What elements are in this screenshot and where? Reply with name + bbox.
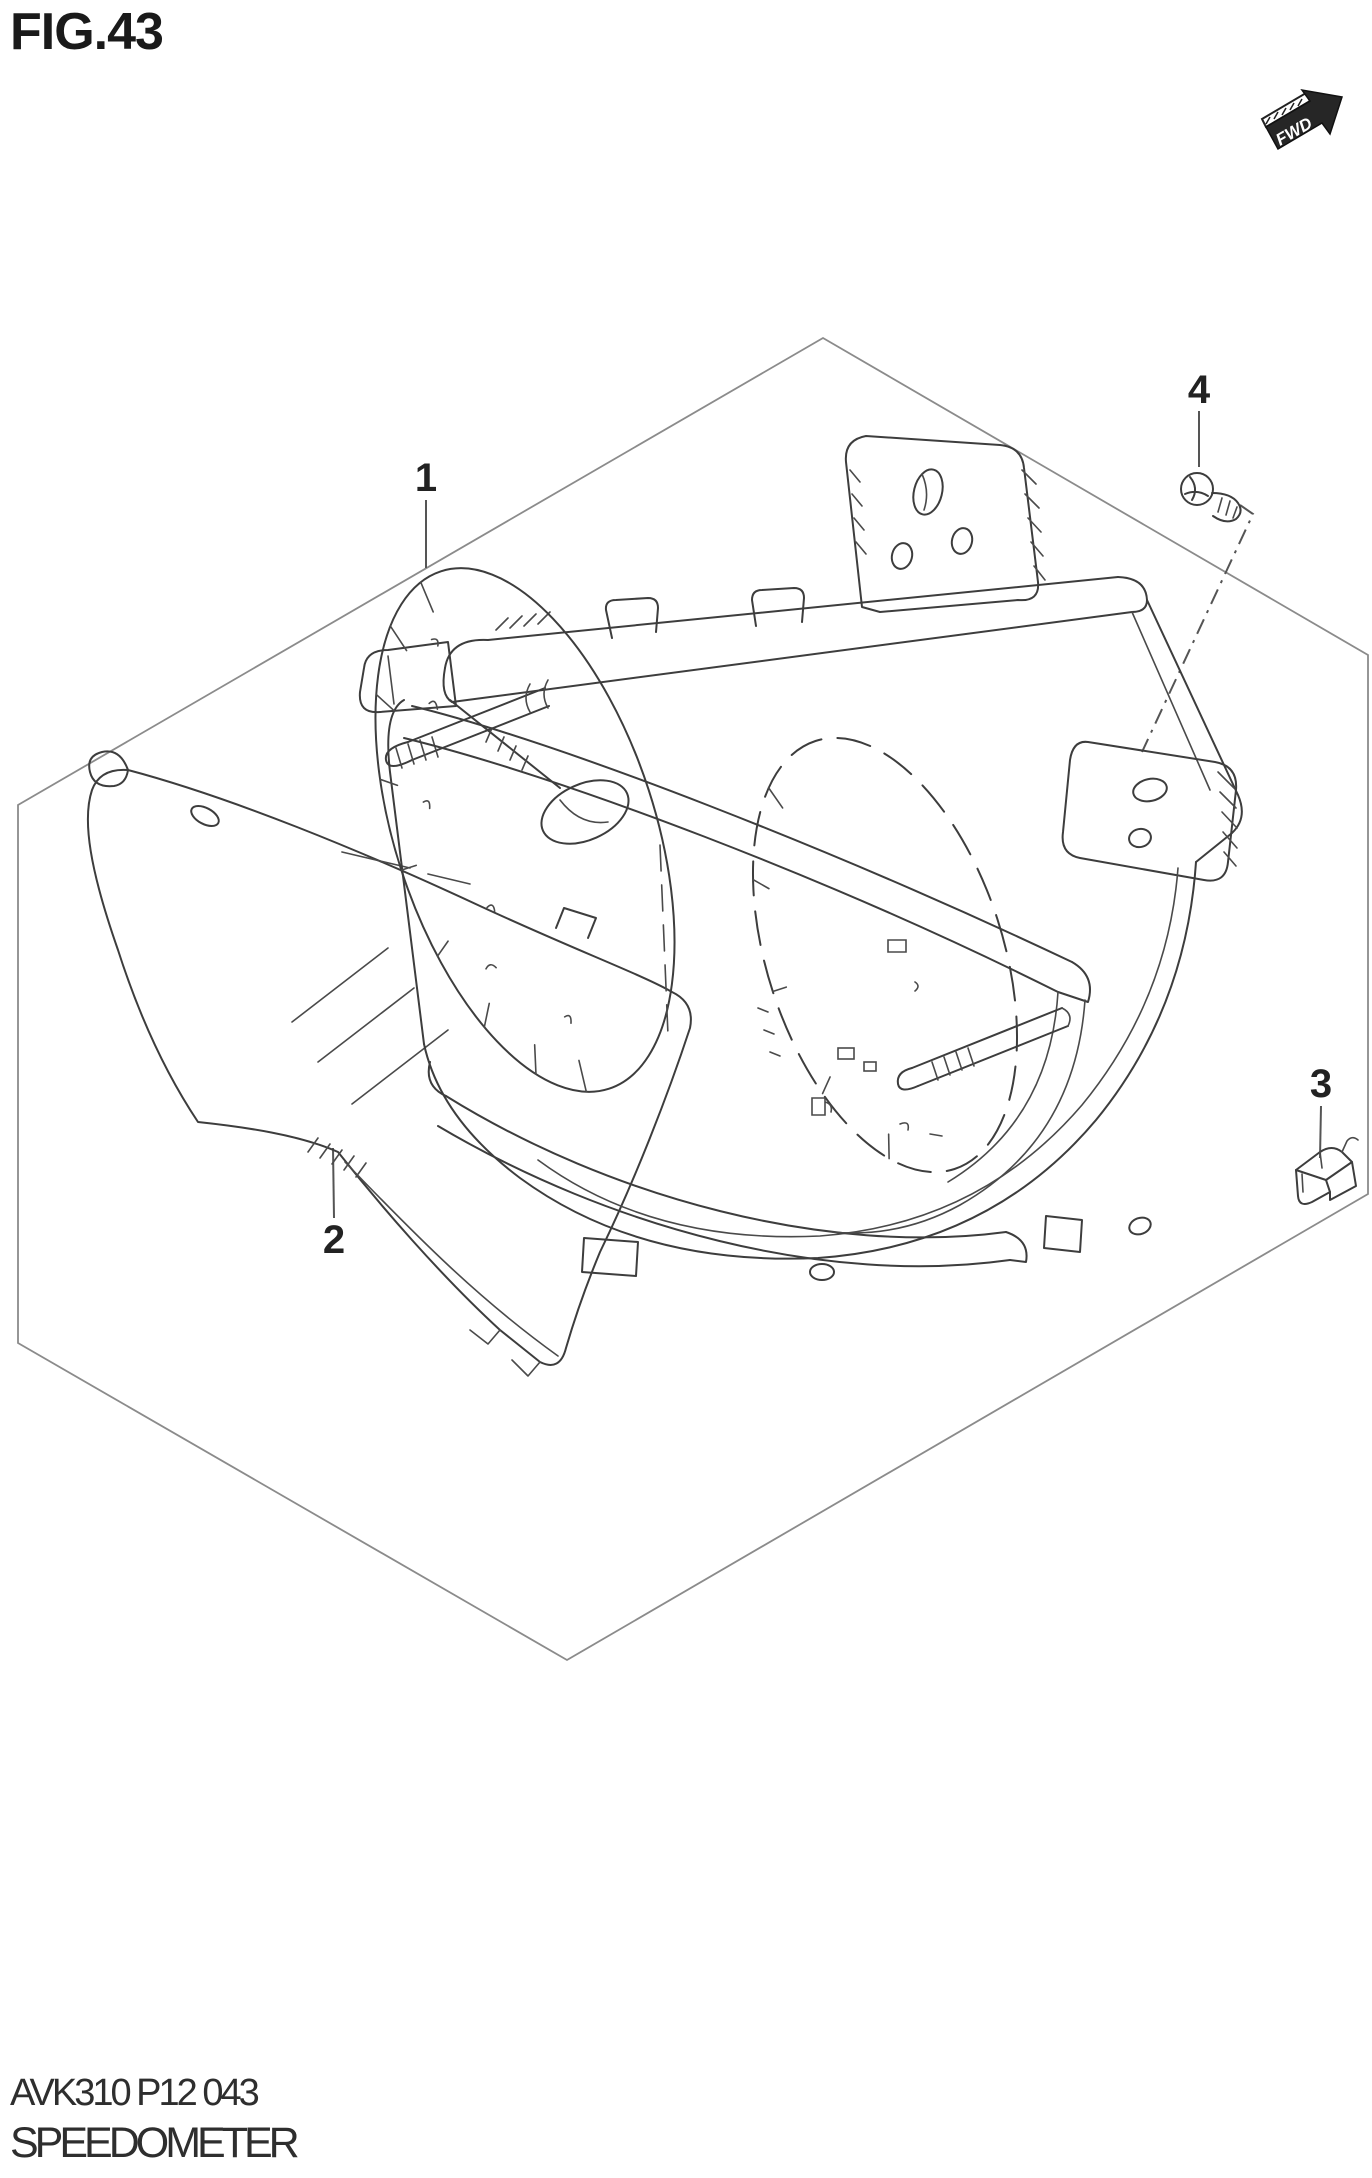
lcd-gauge <box>751 736 1019 1174</box>
top-bracket <box>844 435 1046 613</box>
leader-dashdot-4 <box>1141 504 1255 753</box>
trip-stem-bottom <box>896 1007 1071 1091</box>
callout-part-2: 2 <box>323 1147 345 1262</box>
lens-cover-part-2 <box>86 750 692 1377</box>
callout-part-1: 1 <box>415 456 437 568</box>
trip-stem-left <box>384 679 550 769</box>
part-label-3: 3 <box>1310 1062 1332 1106</box>
callout-part-3: 3 <box>1310 1062 1332 1159</box>
part-label-4: 4 <box>1188 368 1211 412</box>
diagram-border-frame <box>17 336 1369 1662</box>
footer: AVK310 P12 043 SPEEDOMETER <box>10 2072 300 2168</box>
indicator-glyphs <box>757 939 943 1137</box>
figure-title: FIG.43 <box>10 3 164 61</box>
right-bracket <box>1061 599 1243 882</box>
speedo-gauge <box>374 567 676 1093</box>
callout-part-4: 4 <box>1141 368 1255 753</box>
footer-code: AVK310 P12 043 <box>10 2072 260 2114</box>
part-label-2: 2 <box>323 1218 345 1262</box>
case-top-rail <box>442 576 1148 703</box>
front-frame <box>403 705 1091 1268</box>
leader-line-3 <box>1319 1105 1322 1159</box>
clip-part-3 <box>1295 1136 1359 1205</box>
part-label-1: 1 <box>415 456 437 500</box>
speedometer-assembly-part-1 <box>358 435 1243 1281</box>
footer-caption: SPEEDOMETER <box>10 2119 300 2167</box>
screw-part-4 <box>1180 472 1242 523</box>
leader-line-2 <box>332 1147 335 1219</box>
fwd-arrow-icon: FWD <box>1260 88 1343 151</box>
